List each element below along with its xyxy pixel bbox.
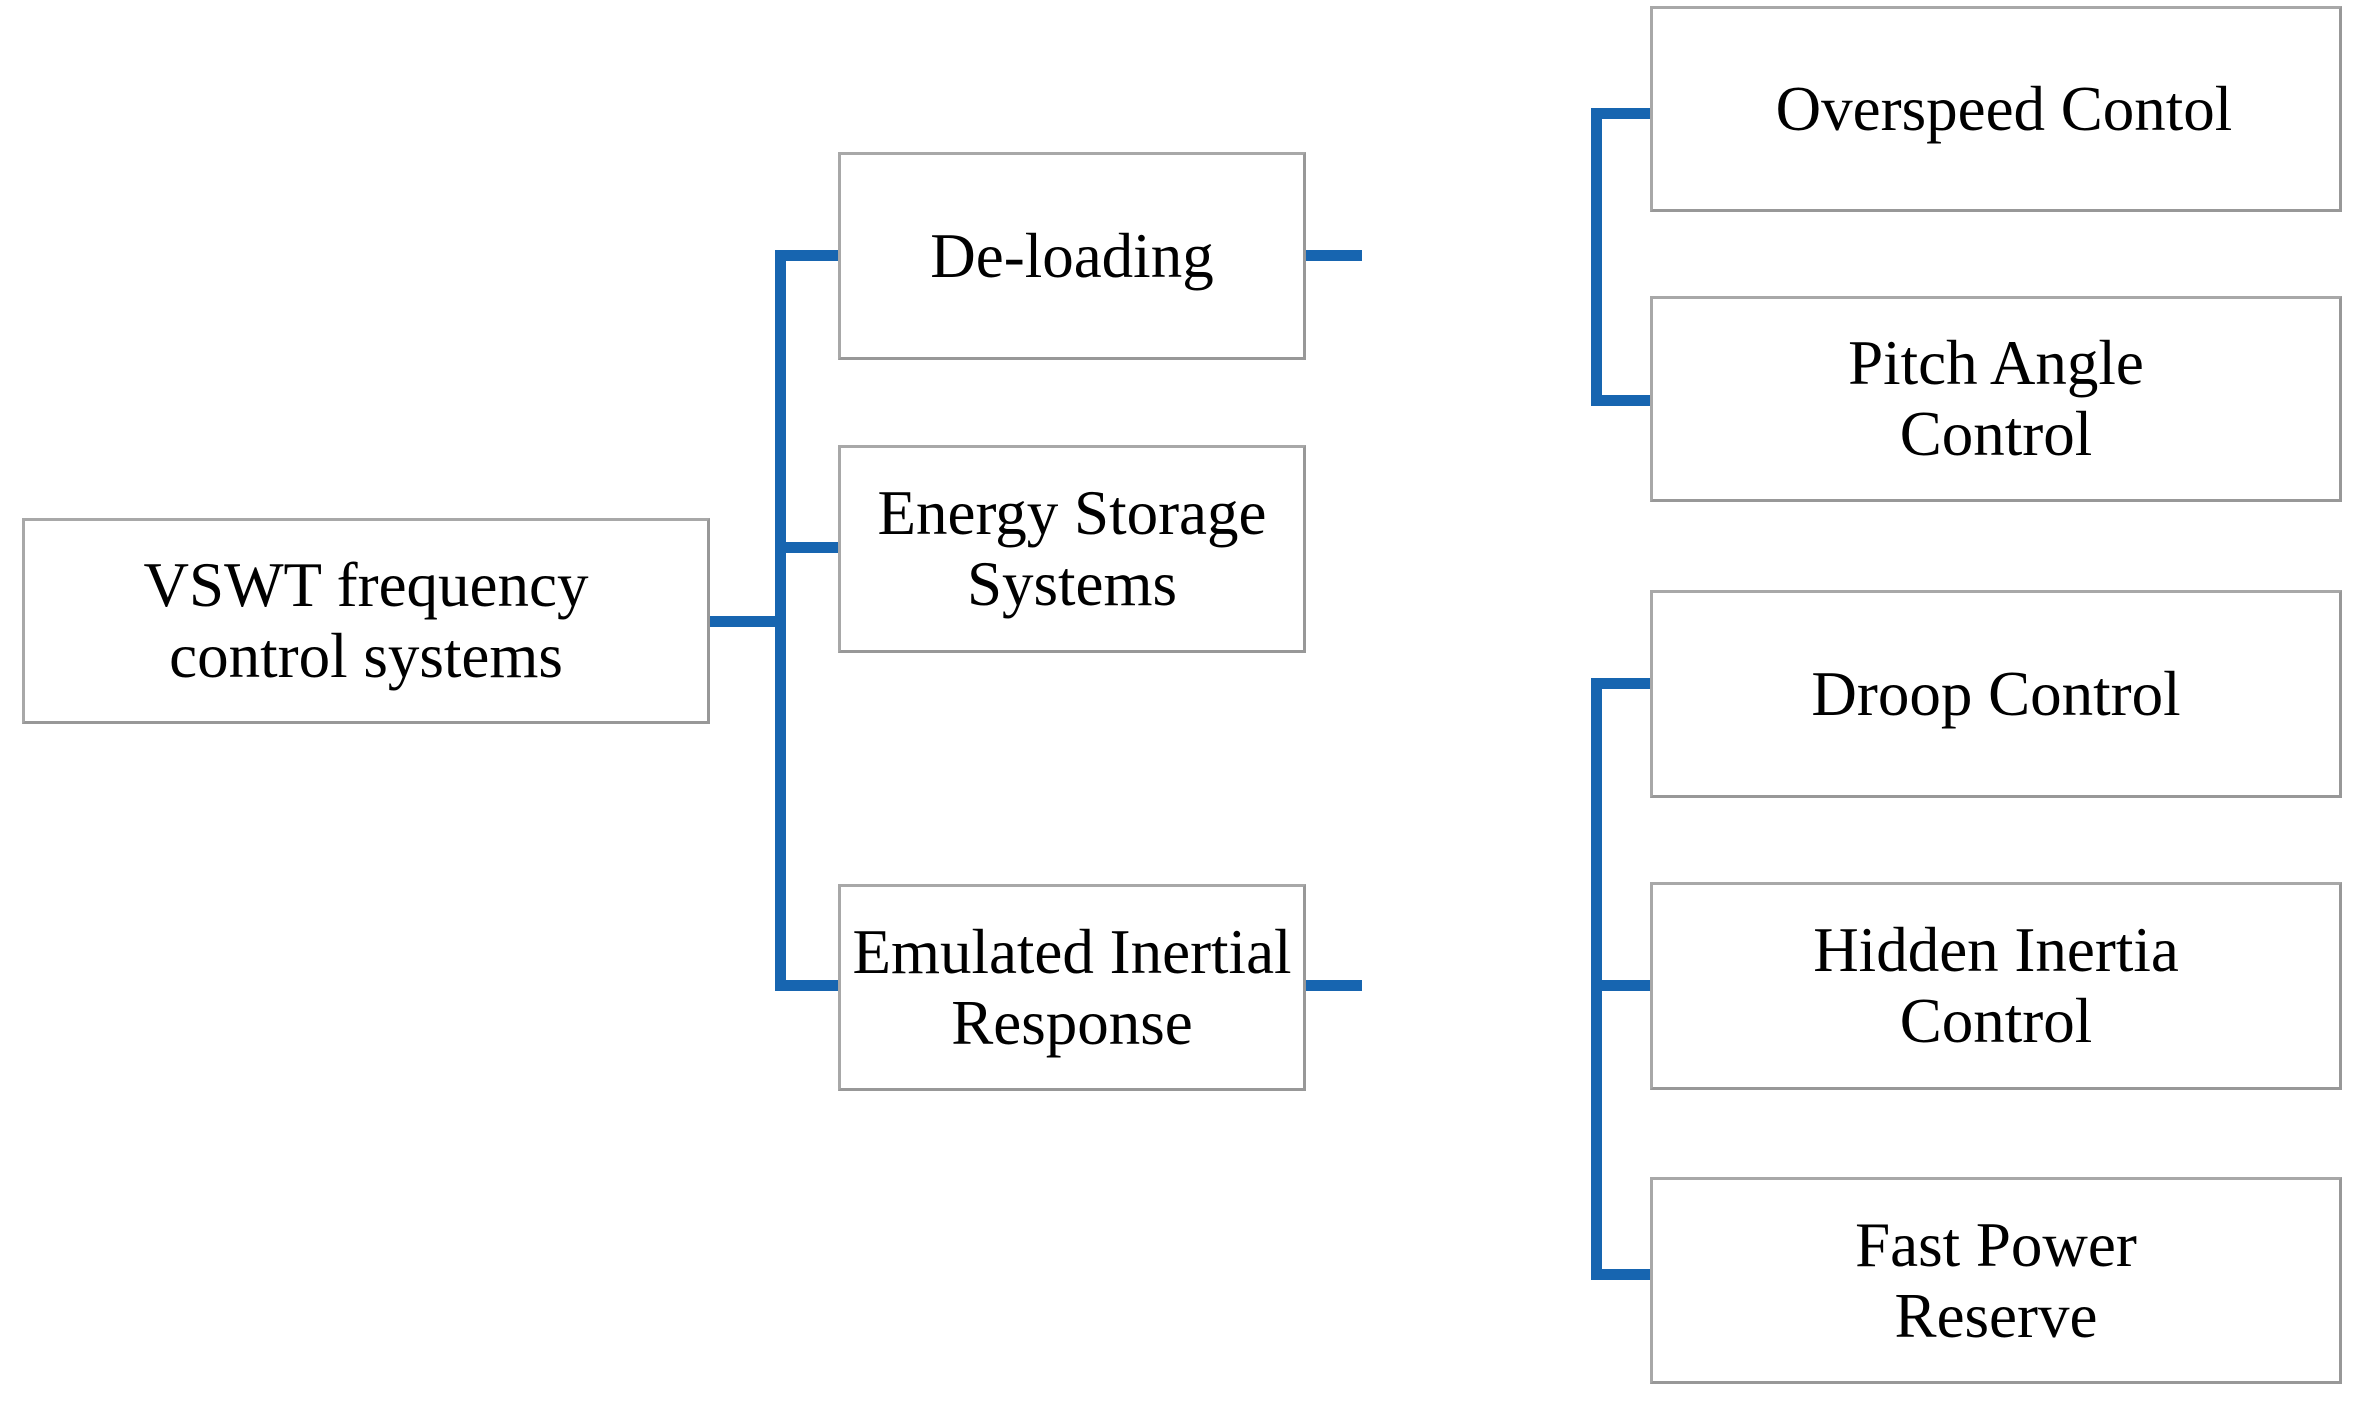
connector-inertial-to-fast-power bbox=[1591, 1269, 1653, 1280]
connector-deloading-trunk bbox=[1591, 108, 1602, 406]
node-droop-control[interactable]: Droop Control bbox=[1650, 590, 2342, 798]
node-label: De-loading bbox=[930, 220, 1214, 291]
connector-root-stub bbox=[704, 616, 786, 627]
connector-root-to-energy-storage bbox=[775, 542, 841, 553]
connector-deloading-stub bbox=[1300, 250, 1362, 261]
connector-deloading-to-overspeed bbox=[1591, 108, 1653, 119]
connector-inertial-to-droop bbox=[1591, 678, 1653, 689]
node-label: Droop Control bbox=[1811, 658, 2181, 729]
node-label: Overspeed Contol bbox=[1775, 73, 2233, 144]
connector-root-to-deloading bbox=[775, 250, 841, 261]
node-label: Fast Power Reserve bbox=[1855, 1209, 2137, 1351]
node-overspeed-control[interactable]: Overspeed Contol bbox=[1650, 6, 2342, 212]
node-label: Energy Storage Systems bbox=[877, 478, 1267, 619]
node-label: Pitch Angle Control bbox=[1848, 328, 2144, 469]
node-label: Emulated Inertial Response bbox=[852, 916, 1292, 1058]
node-vswt-frequency-control-systems[interactable]: VSWT frequency control systems bbox=[22, 518, 710, 724]
connector-inertial-trunk bbox=[1591, 678, 1602, 1280]
node-de-loading[interactable]: De-loading bbox=[838, 152, 1306, 360]
connector-deloading-to-pitch-angle bbox=[1591, 395, 1653, 406]
node-hidden-inertia-control[interactable]: Hidden Inertia Control bbox=[1650, 882, 2342, 1090]
connector-root-trunk bbox=[775, 250, 786, 991]
node-label: Hidden Inertia Control bbox=[1813, 915, 2179, 1056]
node-energy-storage-systems[interactable]: Energy Storage Systems bbox=[838, 445, 1306, 653]
node-pitch-angle-control[interactable]: Pitch Angle Control bbox=[1650, 296, 2342, 502]
node-label: VSWT frequency control systems bbox=[143, 550, 589, 691]
connector-inertial-stub bbox=[1300, 980, 1362, 991]
connector-root-to-emulated-inertial bbox=[775, 980, 841, 991]
node-emulated-inertial-response[interactable]: Emulated Inertial Response bbox=[838, 884, 1306, 1091]
node-fast-power-reserve[interactable]: Fast Power Reserve bbox=[1650, 1177, 2342, 1384]
connector-inertial-to-hidden-inertia bbox=[1591, 980, 1653, 991]
